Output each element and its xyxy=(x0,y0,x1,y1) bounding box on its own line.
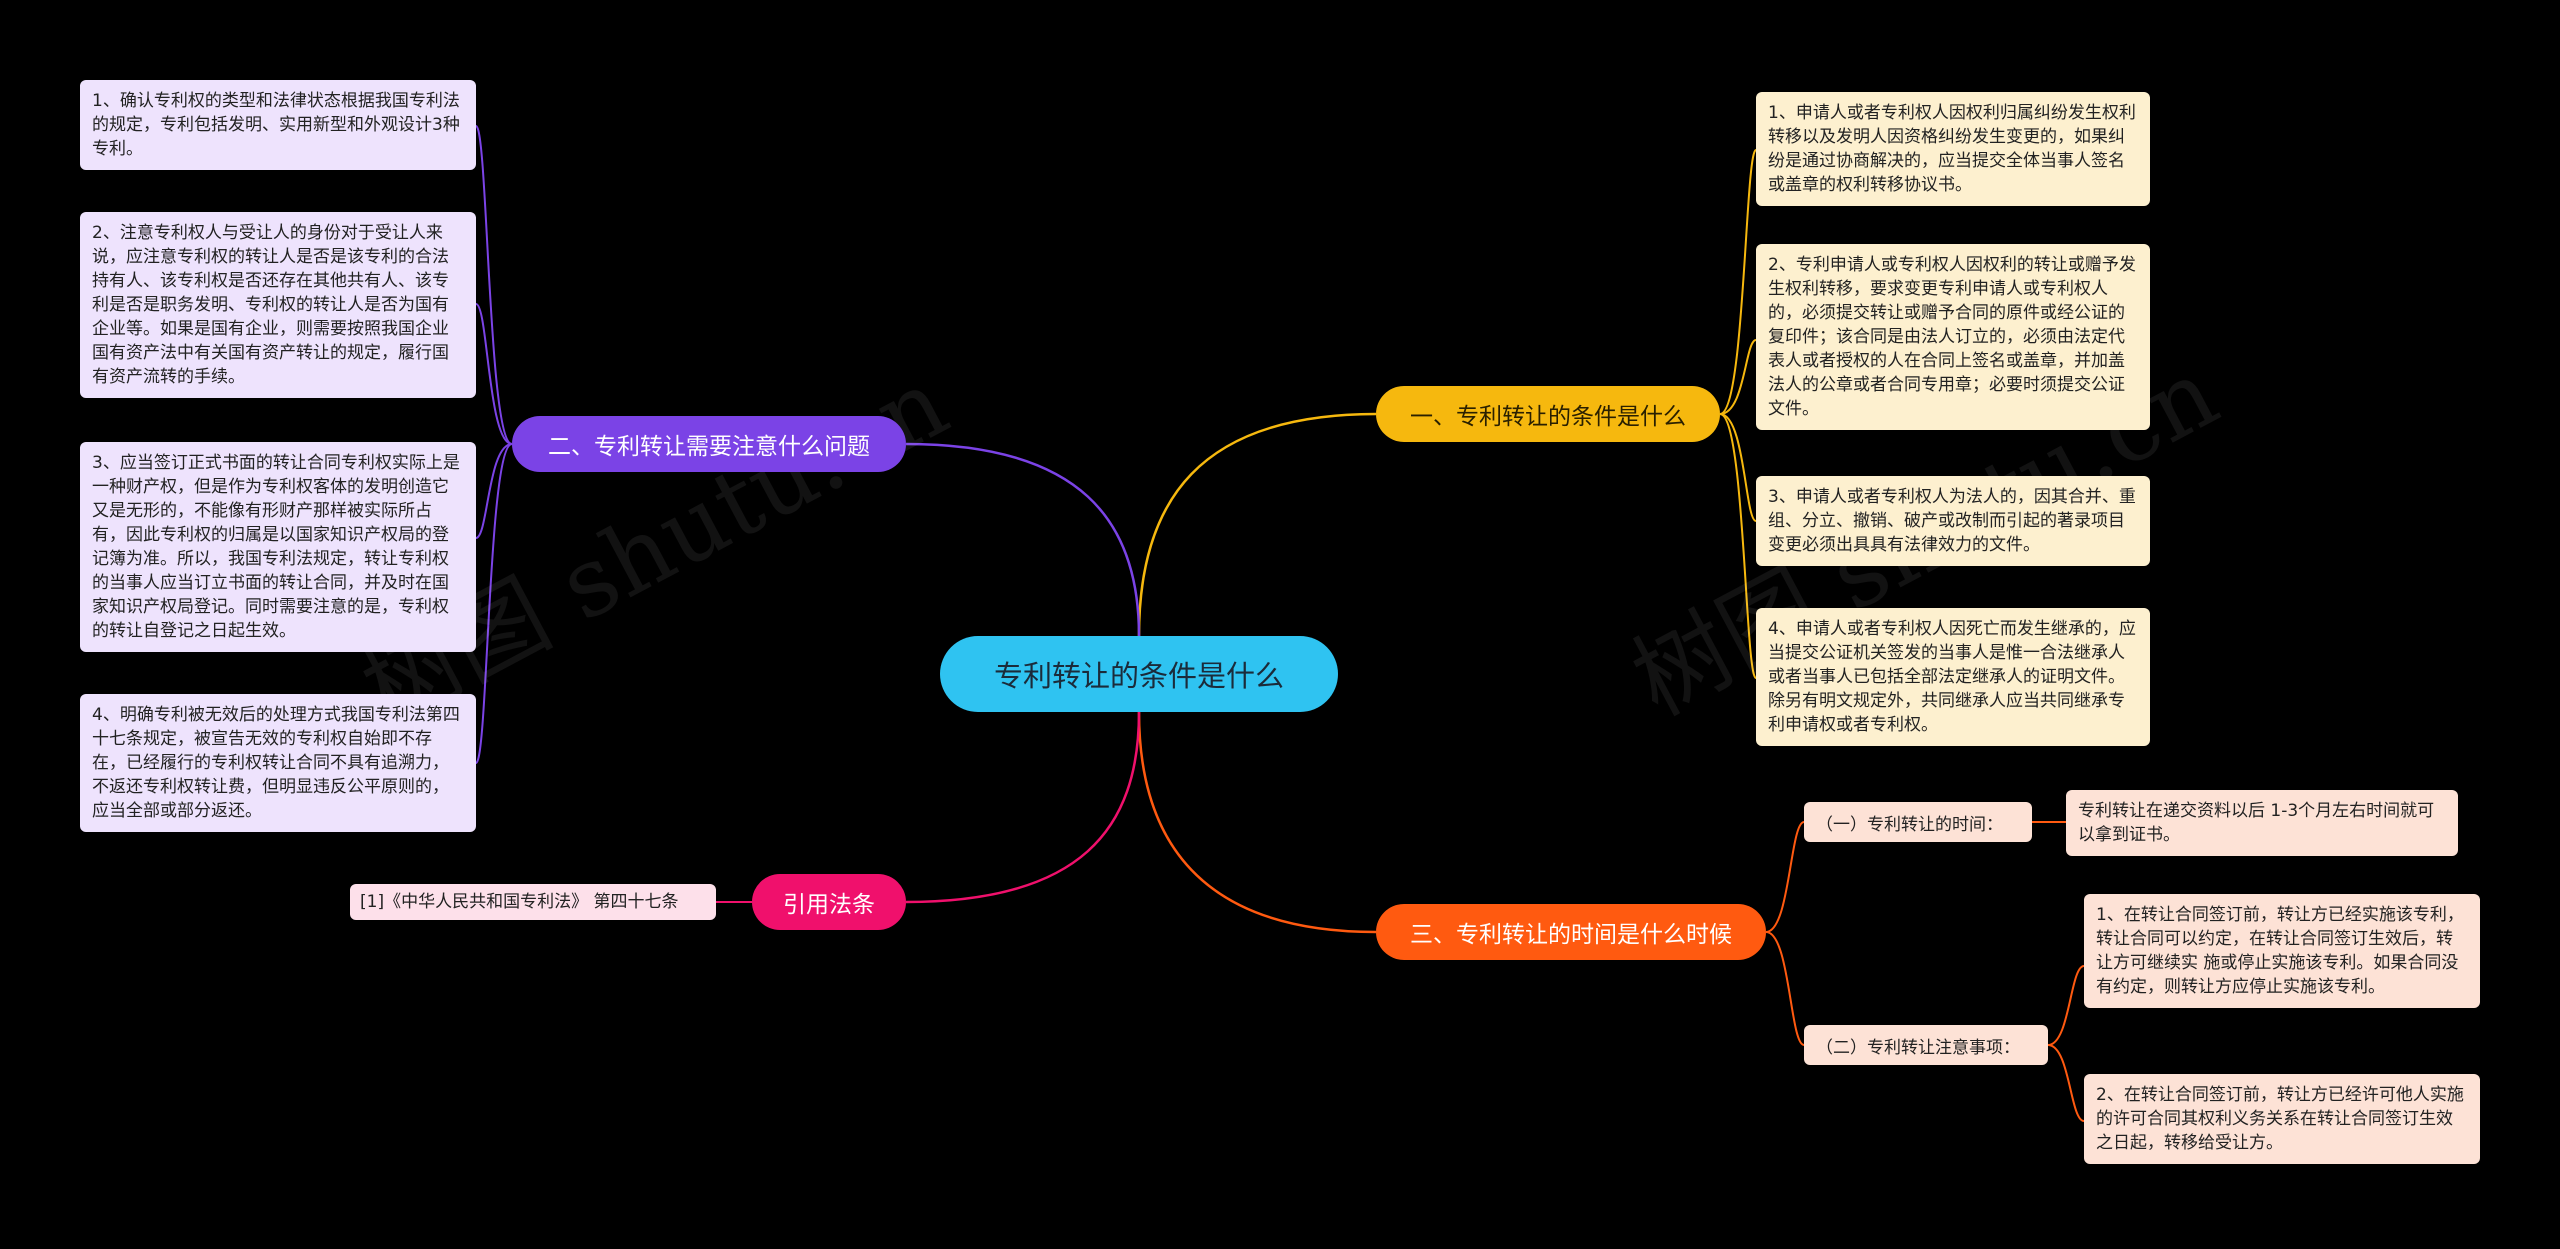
conditions-item-4[interactable]: 4、申请人或者专利权人因死亡而发生继承的，应当提交公证机关签发的当事人是惟一合法… xyxy=(1756,608,2150,746)
timing-sub-time[interactable]: （一）专利转让的时间： xyxy=(1804,802,2032,842)
conditions-item-2[interactable]: 2、专利申请人或专利权人因权利的转让或赠予发生权利转移，要求变更专利申请人或专利… xyxy=(1756,244,2150,430)
link-root-notes xyxy=(905,442,1141,637)
notes-item-1[interactable]: 1、确认专利权的类型和法律状态根据我国专利法的规定，专利包括发明、实用新型和外观… xyxy=(80,80,476,170)
link-root-references xyxy=(905,711,1141,904)
link-root-conditions xyxy=(1137,412,1377,637)
timing-notes-item-2[interactable]: 2、在转让合同签订前，转让方已经许可他人实施的许可合同其权利义务关系在转让合同签… xyxy=(2084,1074,2480,1164)
notes-item-4[interactable]: 4、明确专利被无效后的处理方式我国专利法第四十七条规定，被宣告无效的专利权自始即… xyxy=(80,694,476,832)
branch-timing[interactable]: 三、专利转让的时间是什么时候 xyxy=(1376,904,1766,960)
branch-conditions[interactable]: 一、专利转让的条件是什么 xyxy=(1376,386,1720,442)
timing-time-item-1[interactable]: 专利转让在递交资料以后 1-3个月左右时间就可以拿到证书。 xyxy=(2066,790,2458,856)
timing-notes-item-1[interactable]: 1、在转让合同签订前，转让方已经实施该专利，转让合同可以约定，在转让合同签订生效… xyxy=(2084,894,2480,1008)
notes-item-2[interactable]: 2、注意专利权人与受让人的身份对于受让人来说，应注意专利权的转让人是否是该专利的… xyxy=(80,212,476,398)
link-root-timing xyxy=(1137,711,1377,934)
notes-item-3[interactable]: 3、应当签订正式书面的转让合同专利权实际上是一种财产权，但是作为专利权客体的发明… xyxy=(80,442,476,652)
reference-item-1[interactable]: [1]《中华人民共和国专利法》 第四十七条 xyxy=(350,884,716,920)
branch-notes[interactable]: 二、专利转让需要注意什么问题 xyxy=(512,416,906,472)
root-topic[interactable]: 专利转让的条件是什么 xyxy=(940,636,1338,712)
timing-sub-notes[interactable]: （二）专利转让注意事项： xyxy=(1804,1025,2048,1065)
conditions-item-1[interactable]: 1、申请人或者专利权人因权利归属纠纷发生权利转移以及发明人因资格纠纷发生变更的，… xyxy=(1756,92,2150,206)
branch-references[interactable]: 引用法条 xyxy=(752,874,906,930)
conditions-item-3[interactable]: 3、申请人或者专利权人为法人的，因其合并、重组、分立、撤销、破产或改制而引起的著… xyxy=(1756,476,2150,566)
